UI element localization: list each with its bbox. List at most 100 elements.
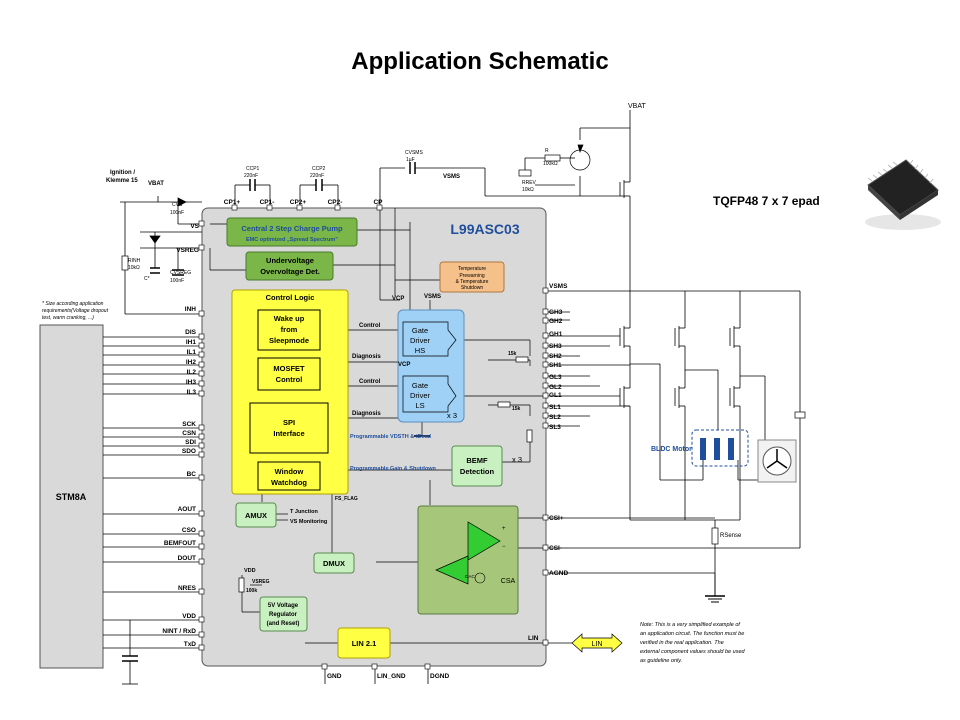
right-pin-labels: VSMS GH3 GH2 GH1 SH3 SH2 SH1 GL3 GL2 GL1… <box>528 283 568 642</box>
external-components <box>121 144 806 593</box>
pin-sck: SCK <box>182 421 196 428</box>
spi-block <box>249 402 329 454</box>
gate-hs-line1: Gate <box>412 326 428 335</box>
watchdog-line2: Watchdog <box>271 478 307 487</box>
pin-il3: IL3 <box>187 389 197 396</box>
pin-vsms: VSMS <box>549 283 568 290</box>
r-inh-resistor <box>121 255 129 271</box>
dmux-block: DMUX <box>313 552 355 574</box>
pin-sdi: SDI <box>185 439 196 446</box>
pin-ih3: IH3 <box>186 379 197 386</box>
pin-dout: DOUT <box>178 555 196 562</box>
pin-vdd: VDD <box>182 613 196 620</box>
mosfet-ls3 <box>729 386 740 408</box>
pin-sdo: SDO <box>182 448 196 455</box>
c-vsreg-value: 100nF <box>170 278 184 284</box>
pin-il2: IL2 <box>187 369 197 376</box>
pin-il1: IL1 <box>187 349 197 356</box>
pin-gnd: GND <box>327 673 342 680</box>
note-4: external component values should be used <box>640 649 746 655</box>
pin-sl2: SL2 <box>549 414 561 421</box>
note-1: Note: This is a very simplified example … <box>640 622 740 628</box>
c-vsms-name: CVSMS <box>405 150 423 156</box>
pin-cp1minus: CP1- <box>260 199 275 206</box>
mcu-name: STM8A <box>56 492 87 502</box>
pin-sh1: SH1 <box>549 362 562 369</box>
size-note-3: test, warm cranking, ...) <box>42 315 94 321</box>
mcu-body <box>39 324 104 669</box>
pin-gl3: GL3 <box>549 374 562 381</box>
pin-csi-plus: CSI+ <box>549 515 564 522</box>
r-100k-internal <box>238 577 245 593</box>
label-vcp2: VCP <box>398 362 410 368</box>
label-prog-vdsth: Programmable VDSTH & tDead <box>350 434 431 440</box>
wake-line1: Wake up <box>274 314 305 323</box>
reg-line1: 5V Voltage <box>268 603 299 609</box>
lin-bus-label: LIN <box>592 641 603 648</box>
bldc-motor <box>691 429 749 467</box>
lin-block-label: LIN 2.1 <box>352 639 377 648</box>
lin-block: LIN 2.1 <box>337 627 391 659</box>
temp-line4: Shutdown <box>461 285 483 291</box>
amux-block: AMUX <box>235 502 277 528</box>
charge-pump-title: Central 2 Step Charge Pump <box>241 224 343 233</box>
label-t-junction: T Junction <box>290 509 318 515</box>
pin-sh2: SH2 <box>549 353 562 360</box>
mosfet-hs3 <box>729 326 740 348</box>
chip-name: L99ASC03 <box>450 221 519 237</box>
r-100-name: R <box>545 148 549 154</box>
inner-labels: Control Diagnosis Control Diagnosis VCP … <box>244 294 522 594</box>
regulator-block: 5V Voltage Regulator (and Reset) <box>259 596 308 632</box>
uv-ov-block: Undervoltage Overvoltage Det. <box>245 251 334 281</box>
charge-pump-subtitle: EMC optimized „Spread Spectrum” <box>246 237 338 243</box>
label-diagnosis2: Diagnosis <box>352 411 381 417</box>
label-vdd-int: VDD <box>244 568 256 574</box>
bemf-block: BEMF Detection <box>451 445 503 487</box>
wake-block <box>257 309 321 351</box>
gate-x3: x 3 <box>447 411 457 420</box>
pin-txd: TxD <box>184 641 197 648</box>
r-rev-value: 10kΩ <box>522 187 534 193</box>
gate-hs-line3: HS <box>415 346 425 355</box>
mosfet-line2: Control <box>276 375 303 384</box>
pin-nint-rxd: NINT / RxD <box>162 628 196 635</box>
c-cp1-name: CCP1 <box>246 166 260 172</box>
csa-label: CSA <box>501 578 516 585</box>
note-2: an application circuit. The function mus… <box>640 631 744 637</box>
label-15k-1: 15k <box>508 351 517 357</box>
bottom-pin-labels: GND LIN_GND DGND <box>327 673 449 680</box>
c-vs-name: CVS <box>172 202 183 208</box>
ground-icon <box>708 598 722 603</box>
pin-markers <box>198 204 549 670</box>
r-sense: RSense <box>720 533 742 539</box>
page-title: Application Schematic <box>351 48 609 75</box>
r-csi-resistor <box>526 429 533 443</box>
watchdog-block <box>257 461 321 491</box>
left-pin-labels: VS VSREG <box>176 223 199 254</box>
c-star: C* <box>144 276 150 282</box>
pin-sl3: SL3 <box>549 424 561 431</box>
charge-pump-block: Central 2 Step Charge Pump EMC optimized… <box>226 217 358 247</box>
vbat-left: VBAT <box>148 181 164 187</box>
size-note-1: * Size according application <box>42 301 104 307</box>
reg-line2: Regulator <box>269 612 298 618</box>
label-15k-2: 15k <box>512 406 521 412</box>
wires <box>103 110 801 685</box>
label-prog-gain: Programmable Gain & Shutdown <box>350 466 437 472</box>
pin-vs: VS <box>190 223 199 230</box>
label-vsreg-int: VSREG <box>252 579 270 585</box>
mosfet-line1: MOSFET <box>273 364 305 373</box>
pin-gh3: GH3 <box>549 309 563 316</box>
mosfet-ls1 <box>619 386 630 408</box>
temp-line3: & Temperature <box>456 279 489 285</box>
gate-ls-line2: Driver <box>410 391 431 400</box>
pin-sh3: SH3 <box>549 343 562 350</box>
pin-dis: DIS <box>185 329 197 336</box>
pin-lin-gnd: LIN_GND <box>377 673 406 680</box>
gate-ls-line3: LS <box>415 401 424 410</box>
c-vsms-value: 1µF <box>406 157 415 163</box>
pin-gh2: GH2 <box>549 318 563 325</box>
dac-label: DAC <box>465 574 475 579</box>
mosfet-ls2 <box>674 386 685 408</box>
